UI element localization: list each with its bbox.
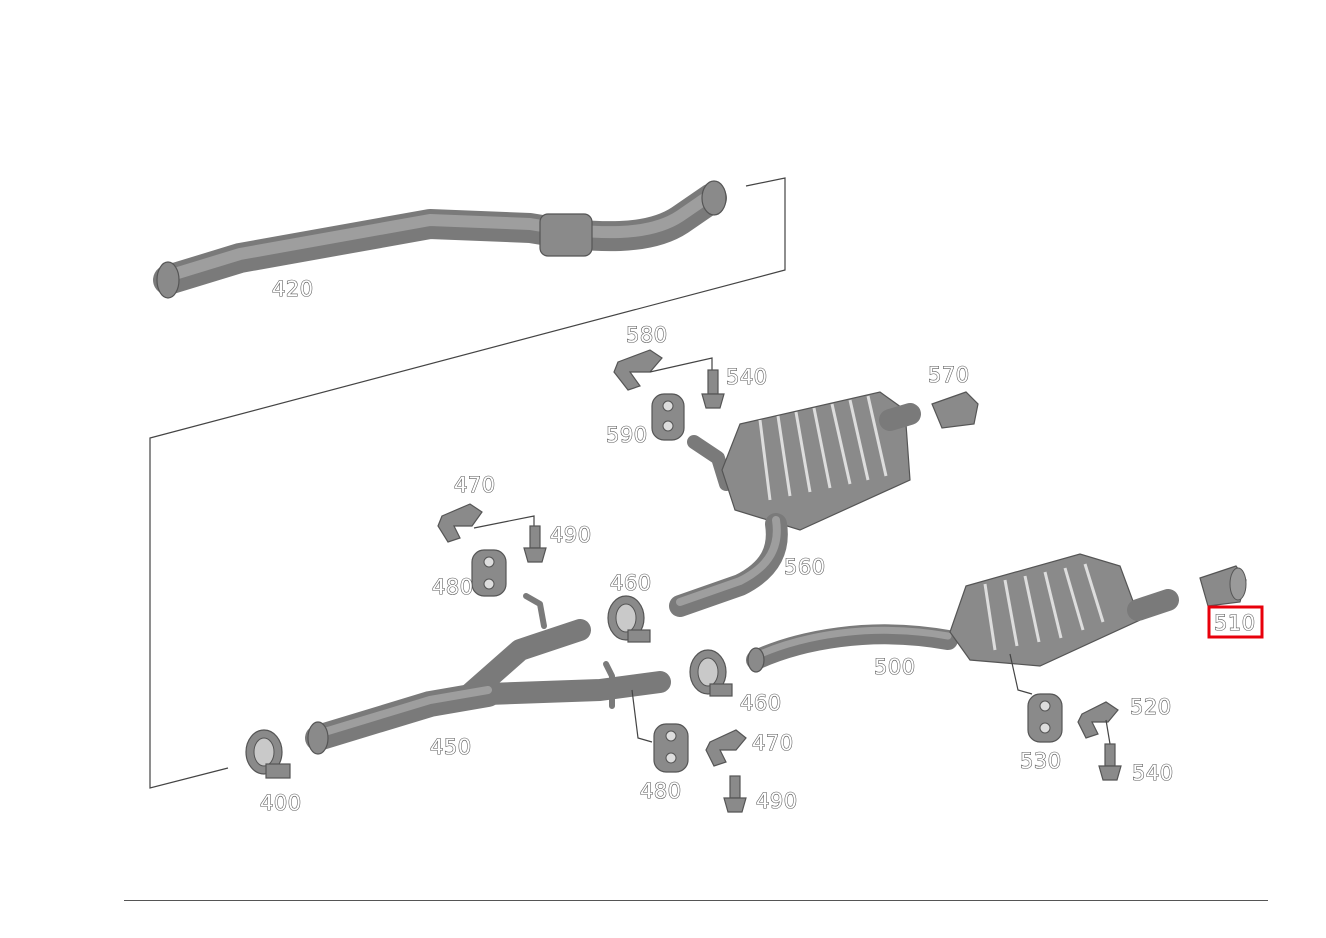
footer-rule: [124, 900, 1268, 901]
part-480-rubber-mount-left[interactable]: [471, 549, 507, 597]
label-520[interactable]: 520: [1129, 694, 1172, 719]
part-470-bracket-left[interactable]: [437, 503, 483, 543]
part-520-bracket[interactable]: [1077, 701, 1119, 739]
part-480-rubber-mount-center[interactable]: [653, 723, 689, 773]
highlight-box-510: [1207, 605, 1264, 639]
label-480-center[interactable]: 480: [639, 778, 682, 803]
part-460-clamp-lower[interactable]: [689, 649, 733, 697]
part-580-bracket[interactable]: [613, 349, 663, 391]
part-490-bolt-bottom[interactable]: [723, 775, 747, 813]
part-470-bracket-right[interactable]: [705, 729, 747, 767]
label-480-left[interactable]: 480: [431, 574, 474, 599]
leader-520: [1105, 719, 1111, 745]
label-540-bottom[interactable]: 540: [1131, 760, 1174, 785]
part-540-bolt-bottom[interactable]: [1098, 743, 1122, 781]
leader-470-left: [473, 515, 535, 529]
part-490-bolt-left[interactable]: [523, 525, 547, 563]
leader-480-right: [631, 689, 653, 743]
label-450[interactable]: 450: [429, 734, 472, 759]
label-470-right[interactable]: 470: [751, 730, 794, 755]
label-470-left[interactable]: 470: [453, 472, 496, 497]
part-460-clamp-upper[interactable]: [607, 595, 651, 643]
label-590[interactable]: 590: [605, 422, 648, 447]
label-460-upper[interactable]: 460: [609, 570, 652, 595]
part-450-y-pipe[interactable]: [305, 593, 671, 755]
part-530-rubber-mount-right[interactable]: [1027, 693, 1063, 743]
label-460-lower[interactable]: 460: [739, 690, 782, 715]
part-590-rubber-mount[interactable]: [651, 393, 685, 441]
leader-580: [649, 357, 713, 373]
label-490-bottom[interactable]: 490: [755, 788, 798, 813]
label-560[interactable]: 560: [783, 554, 826, 579]
part-560-upper-muffler[interactable]: [669, 391, 921, 617]
label-540-top[interactable]: 540: [725, 364, 768, 389]
label-580[interactable]: 580: [625, 322, 668, 347]
part-540-bolt-top[interactable]: [701, 369, 725, 409]
part-570-tail-tip[interactable]: [931, 391, 979, 429]
label-510[interactable]: 510: [1213, 610, 1256, 635]
part-510-tail-tip[interactable]: [1199, 565, 1247, 607]
label-530[interactable]: 530: [1019, 748, 1062, 773]
label-500[interactable]: 500: [873, 654, 916, 679]
part-400-clamp[interactable]: [245, 729, 291, 779]
label-400[interactable]: 400: [259, 790, 302, 815]
label-570[interactable]: 570: [927, 362, 970, 387]
assembly-frame: [149, 177, 786, 789]
part-500-rear-muffler[interactable]: [746, 553, 1179, 673]
leader-530: [1009, 653, 1033, 695]
label-420[interactable]: 420: [271, 276, 314, 301]
part-420-front-pipe[interactable]: [153, 180, 727, 299]
label-490-left[interactable]: 490: [549, 522, 592, 547]
